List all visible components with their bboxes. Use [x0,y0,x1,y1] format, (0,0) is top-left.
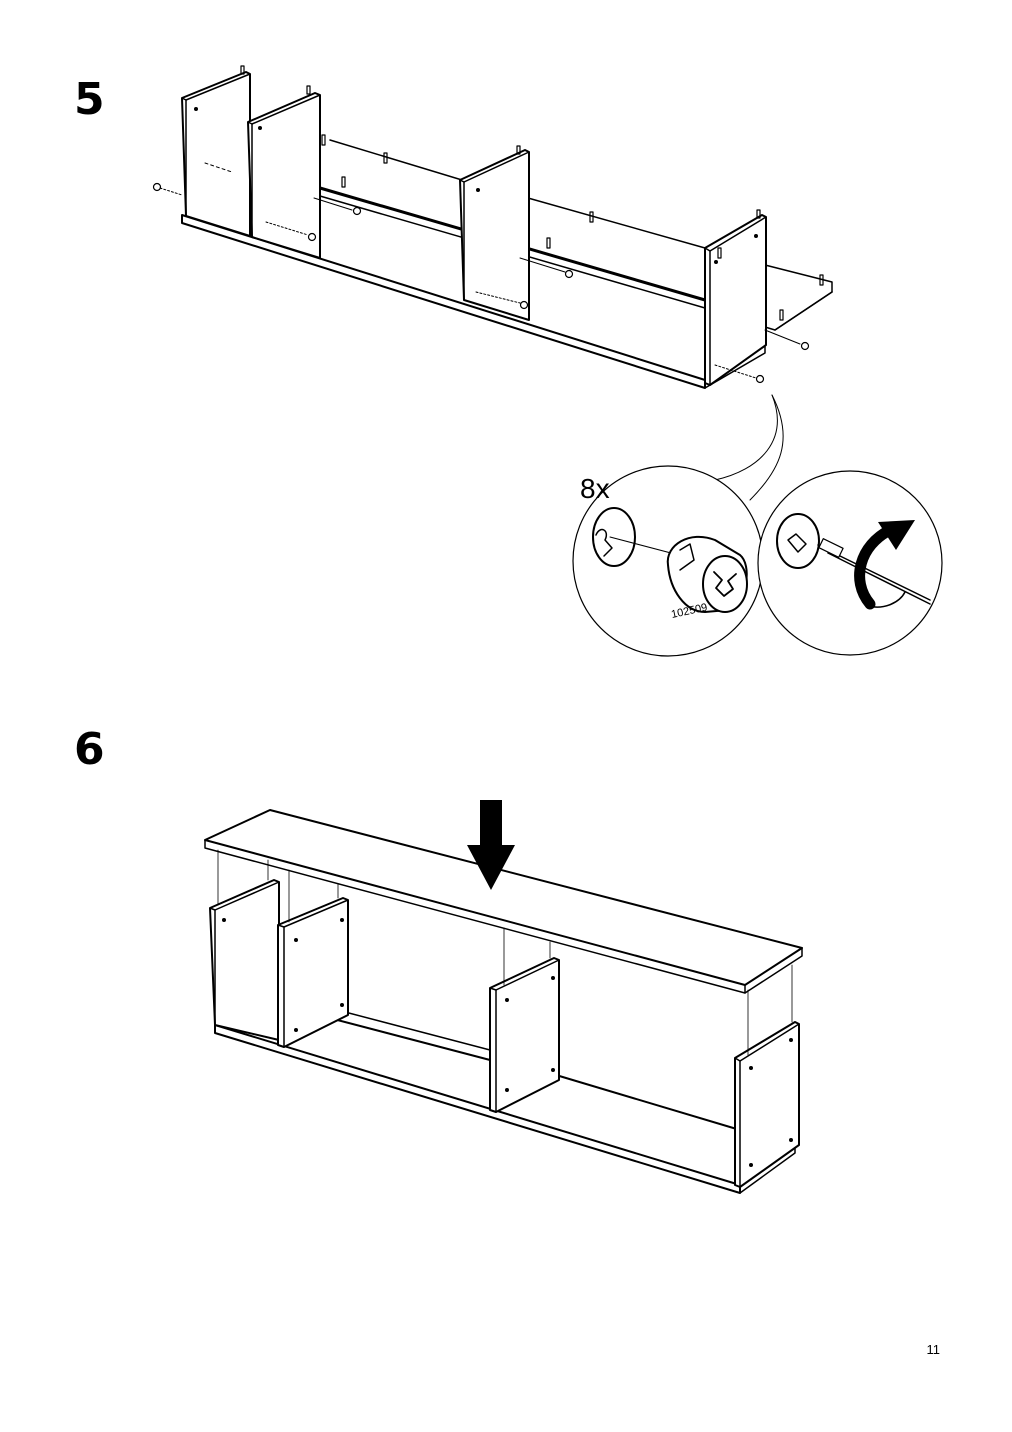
end-panel-left [181,71,251,237]
cam-lock-icon [152,182,810,384]
detail-callout-tighten [757,470,943,656]
quantity-label: 8x [580,473,610,504]
down-arrow-icon [467,800,515,890]
divider-panel-2 [459,149,530,321]
bottom-panel [214,1024,741,1194]
screwdriver-icon [817,538,931,605]
end-panel-right [734,1021,800,1188]
detail-callout-cam: 8x 102509 [572,465,764,657]
rotate-arrow-icon [854,520,915,610]
page-number: 11 [926,1342,941,1357]
end-panel-left [209,879,280,1041]
bottom-panel [181,214,706,389]
step-5-number: 5 [74,74,105,125]
step-6-illustration [204,800,803,1194]
step-5-illustration: 8x 102509 [152,65,943,657]
divider-panel-2 [489,957,560,1113]
cam-lock-icon [666,535,748,613]
divider-panel-1 [277,897,349,1048]
end-panel-right [704,214,767,386]
step-6-number: 6 [74,724,105,775]
divider-panel-1 [247,92,321,259]
